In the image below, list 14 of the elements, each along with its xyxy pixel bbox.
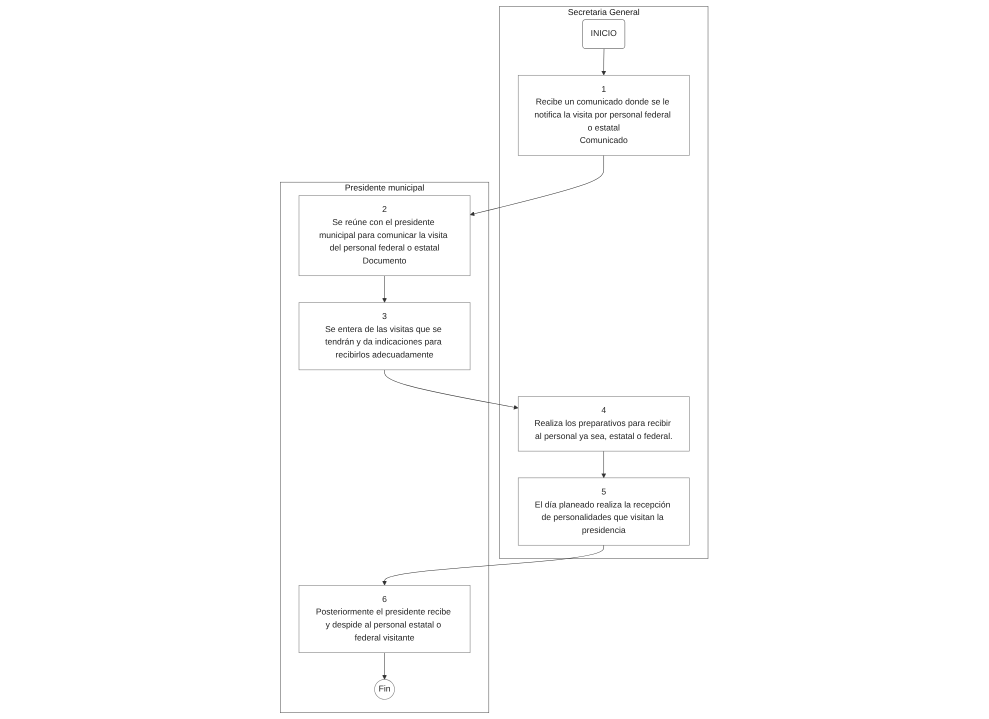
node-box: 4 Realiza los preparativos para recibir al personal ya sea, estatal o federal.	[518, 396, 690, 452]
node-box: 2 Se reúne con el presidente municipal para comunicar la visita del personal federal o estatal Documento	[299, 195, 471, 276]
arrow	[382, 652, 388, 680]
node-box: 6 Posteriormente el presidente recibe y despide al personal estatal o federal visitante	[299, 585, 471, 653]
arrow	[384, 370, 519, 410]
arrow	[602, 48, 606, 76]
arrow	[382, 544, 604, 586]
arrow	[602, 450, 606, 478]
node-box: 3 Se entera de las visitas que se tendrán y da indicaciones para recibirlos adecuadamente	[299, 302, 471, 370]
node-circle: Fin	[374, 679, 396, 700]
arrow	[382, 275, 388, 303]
arrow	[470, 155, 604, 216]
node-box: 5 El día planeado realiza la recepción de personalidades que visitan la presidencia	[518, 478, 690, 546]
node-box: 1 Recibe un comunicado donde se le notifica la visita por personal federal o estatal Comunicado	[518, 74, 690, 156]
